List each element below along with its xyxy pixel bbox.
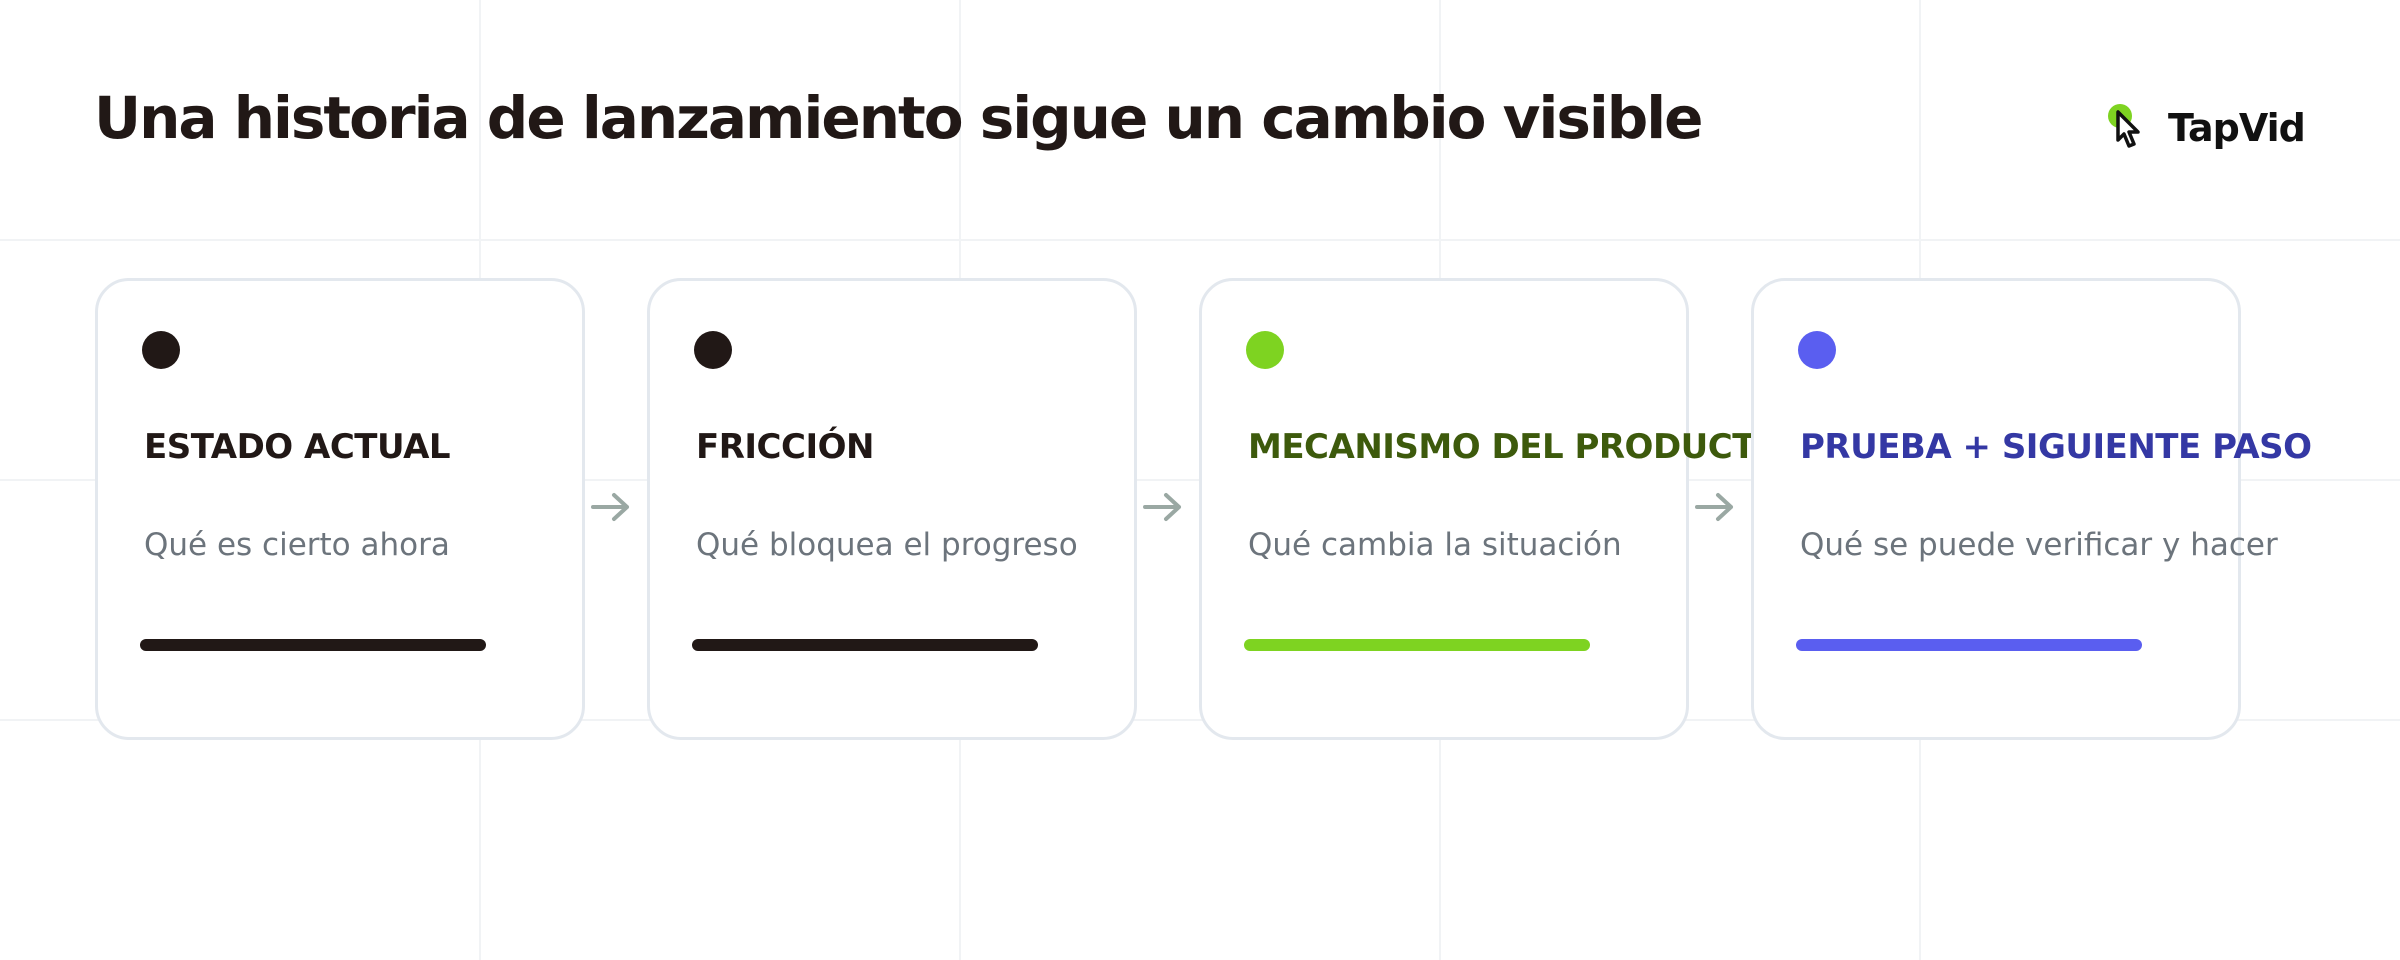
pointer-hand-icon: [2108, 104, 2140, 148]
step-dot: [694, 331, 732, 369]
step-subtitle: Qué bloquea el progreso: [696, 527, 1078, 563]
step-dot: [142, 331, 180, 369]
step-card-friction: FRICCIÓN Qué bloquea el progreso: [647, 278, 1137, 740]
step-heading: ESTADO ACTUAL: [144, 427, 451, 467]
grid-line: [0, 719, 2400, 721]
step-accent-bar: [140, 639, 486, 651]
arrow-right-icon: [591, 493, 629, 521]
arrow-right-icon: [1143, 493, 1181, 521]
step-dot: [1798, 331, 1836, 369]
step-card-current-state: ESTADO ACTUAL Qué es cierto ahora: [95, 278, 585, 740]
step-dot: [1246, 331, 1284, 369]
step-subtitle: Qué es cierto ahora: [144, 527, 450, 563]
step-subtitle: Qué cambia la situación: [1248, 527, 1622, 563]
brand-name: TapVid: [2168, 106, 2306, 150]
step-accent-bar: [1796, 639, 2142, 651]
step-heading: FRICCIÓN: [696, 427, 874, 467]
step-heading: MECANISMO DEL PRODUCTO: [1248, 427, 1784, 467]
brand-logo: TapVid: [2104, 100, 2306, 160]
arrow-right-icon: [1695, 493, 1733, 521]
step-accent-bar: [692, 639, 1038, 651]
step-subtitle: Qué se puede verificar y hacer: [1800, 527, 2278, 563]
step-heading: PRUEBA + SIGUIENTE PASO: [1800, 427, 2312, 467]
grid-line: [0, 239, 2400, 241]
step-accent-bar: [1244, 639, 1590, 651]
step-card-proof-next-step: PRUEBA + SIGUIENTE PASO Qué se puede ver…: [1751, 278, 2312, 740]
step-card-product-mechanism: MECANISMO DEL PRODUCTO Qué cambia la sit…: [1199, 278, 1784, 740]
page-title: Una historia de lanzamiento sigue un cam…: [94, 84, 1703, 152]
